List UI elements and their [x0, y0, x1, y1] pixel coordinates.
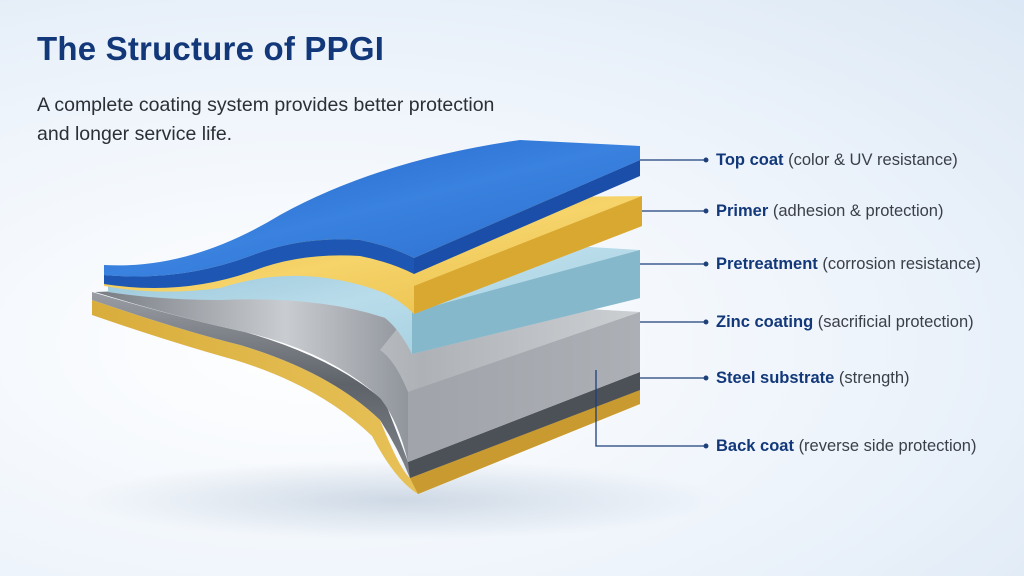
- label-steel-substrate-name: Steel substrate: [716, 369, 835, 387]
- floor-shadow: [80, 460, 720, 540]
- label-primer: Primer (adhesion & protection): [716, 201, 943, 221]
- label-back-coat: Back coat (reverse side protection): [716, 436, 976, 456]
- label-top-coat: Top coat (color & UV resistance): [716, 150, 958, 170]
- label-back-coat-name: Back coat: [716, 437, 794, 455]
- label-steel-substrate-desc: (strength): [838, 369, 910, 387]
- label-top-coat-name: Top coat: [716, 151, 784, 169]
- leader-lines: [595, 157, 709, 449]
- label-top-coat-desc: (color & UV resistance): [788, 151, 958, 169]
- page-title: The Structure of PPGI: [37, 30, 385, 67]
- label-zinc-coating-desc: (sacrificial protection): [817, 313, 974, 331]
- label-pretreatment-name: Pretreatment: [716, 255, 818, 273]
- page-subtitle: A complete coating system provides bette…: [37, 94, 495, 145]
- leader-back-coat: [595, 370, 706, 447]
- label-back-coat-desc: (reverse side protection): [798, 437, 977, 455]
- label-zinc-coating: Zinc coating (sacrificial protection): [716, 312, 974, 332]
- layer-steel-substrate: [92, 292, 640, 478]
- layer-top-coat: [104, 140, 640, 288]
- label-primer-desc: (adhesion & protection): [772, 202, 944, 220]
- label-pretreatment-desc: (corrosion resistance): [822, 255, 982, 273]
- label-steel-substrate: Steel substrate (strength): [716, 368, 910, 388]
- label-zinc-coating-name: Zinc coating: [716, 313, 814, 331]
- label-pretreatment: Pretreatment (corrosion resistance): [716, 254, 981, 274]
- label-primer-name: Primer: [716, 202, 769, 220]
- layer-back-coat: [92, 300, 640, 494]
